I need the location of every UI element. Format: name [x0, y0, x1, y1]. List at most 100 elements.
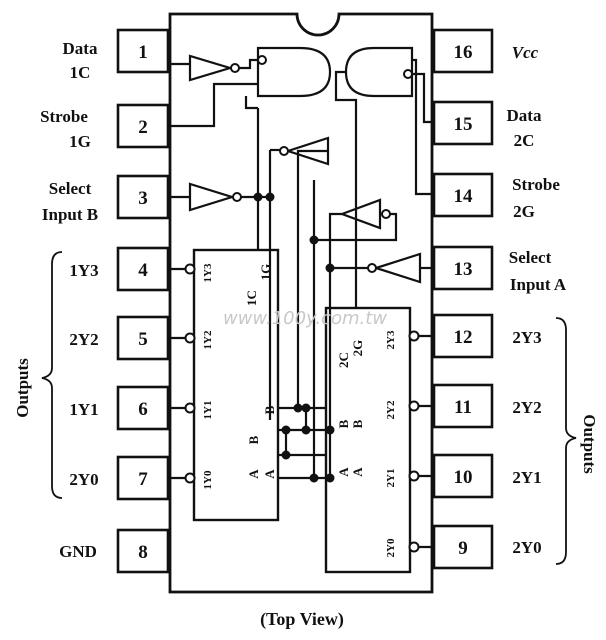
junction-dot: [293, 403, 303, 413]
label-pin-3-line2: Input B: [42, 205, 98, 224]
pin-box-5: [116, 315, 170, 361]
chip-body: [168, 12, 434, 594]
junction-dot: [325, 425, 335, 435]
pin-number-7: 7: [138, 469, 148, 490]
pin-numbers: 1 2 3 4 5 6 7 8 16 15 14 13 12 11 10 9: [138, 42, 473, 563]
junction-dot: [301, 403, 311, 413]
label-pin-14-line2: 2G: [513, 202, 535, 221]
bubble-out-12: [408, 330, 420, 342]
pin-number-5: 5: [138, 329, 148, 350]
inverter-bubble-data-1c: [230, 63, 240, 73]
left-pin-labels: Data 1C Strobe 1G Select Input B 1Y3 2Y2…: [40, 39, 99, 561]
nand-gate-1: [256, 46, 332, 98]
buffer-gate-data-1c: [188, 54, 234, 82]
mux1-pin-label-1y0: 1Y0: [202, 470, 214, 489]
output-bubbles: [184, 263, 420, 553]
left-outputs-label: Outputs: [13, 358, 32, 418]
bubble-out-9: [408, 541, 420, 553]
right-pin-labels: Vcc Data 2C Strobe 2G Select Input A 2Y3…: [507, 43, 567, 557]
wire-pin1-to-nand: [239, 58, 258, 70]
label-pin-3-line1: Select: [49, 179, 92, 198]
junction-dots: [253, 192, 335, 483]
junction-dot: [309, 235, 319, 245]
junction-dot: [265, 192, 275, 202]
junction-dot: [253, 192, 263, 202]
mux2-pin-label-2y0: 2Y0: [385, 538, 397, 557]
mux1-pin-label-1y2: 1Y2: [202, 330, 214, 349]
junction-dot: [301, 425, 311, 435]
watermark-text: www.100y.com.tw: [223, 308, 387, 329]
right-outputs-brace: [555, 317, 577, 565]
left-outputs-brace: [41, 251, 63, 499]
junction-dot: [325, 263, 335, 273]
pin-box-7: [116, 455, 170, 501]
mux1-pin-label-1y1: 1Y1: [202, 401, 214, 420]
wire-nand1-mid: [244, 96, 258, 110]
pin-box-8: [116, 528, 170, 574]
mux2-ctrl-label-2g: 2G: [350, 340, 365, 357]
bubble-out-5: [184, 332, 196, 344]
pin-number-12: 12: [454, 327, 473, 348]
mux1-pin-label-1y3: 1Y3: [202, 263, 214, 282]
pin-number-6: 6: [138, 399, 148, 420]
mux2-ctrl-label-a-bar: A: [350, 467, 365, 477]
mux1-ctrl-label-a-bar: A: [246, 469, 261, 479]
mux-block-2-labels: 2Y3 2Y2 2Y1 2Y0 2C 2G B B A A: [336, 330, 397, 557]
junction-dot: [281, 450, 291, 460]
pin-number-11: 11: [454, 397, 472, 418]
nand-bubble-2: [403, 69, 413, 79]
mux-block-1-labels: 1Y3 1Y2 1Y1 1Y0 1C 1G B B A A: [202, 263, 277, 489]
pin-box-11: [432, 383, 494, 429]
label-pin-1-line1: Data: [63, 39, 98, 58]
wire-pin2: [168, 82, 258, 128]
label-pin-7: 2Y0: [69, 470, 98, 489]
mux2-ctrl-label-a: A: [336, 467, 351, 477]
label-pin-15-line1: Data: [507, 106, 542, 125]
mux-block-1: [192, 248, 280, 522]
mux1-ctrl-label-b-bar: B: [246, 435, 261, 444]
pin-number-8: 8: [138, 542, 148, 563]
label-pin-5: 2Y2: [69, 330, 98, 349]
label-pin-11: 2Y2: [512, 398, 541, 417]
diagram-caption: (Top View): [260, 609, 344, 630]
mux2-ctrl-label-b-bar: B: [350, 419, 365, 428]
mux2-ctrl-label-2c: 2C: [336, 352, 351, 368]
bubble-out-4: [184, 263, 196, 275]
wire-pin15: [412, 72, 434, 124]
label-pin-13-line1: Select: [509, 248, 552, 267]
inverter-gate-select-a: [372, 252, 422, 284]
label-pin-4: 1Y3: [69, 261, 98, 280]
mux2-pin-label-2y2: 2Y2: [385, 400, 397, 419]
wire-nand2-out: [334, 70, 358, 308]
label-pin-2-line1: Strobe: [40, 107, 88, 126]
pin-number-1: 1: [138, 42, 148, 63]
label-pin-1-line2: 1C: [70, 63, 91, 82]
pin-number-16: 16: [454, 42, 473, 63]
pin-number-13: 13: [454, 259, 473, 280]
label-pin-9: 2Y0: [512, 538, 541, 557]
mux2-ctrl-label-b: B: [336, 419, 351, 428]
pin-box-2: [116, 103, 170, 149]
pin-number-10: 10: [454, 467, 473, 488]
bubble-out-7: [184, 472, 196, 484]
pin-box-14: [432, 172, 494, 218]
nand-gate-2: [344, 46, 414, 98]
pin-box-1: [116, 28, 170, 74]
label-pin-2-line2: 1G: [69, 132, 91, 151]
inverter-bubble-select-a: [367, 263, 377, 273]
pin-box-12: [432, 313, 494, 359]
inverter-gate-a: [338, 198, 382, 230]
label-pin-15-line2: 2C: [514, 131, 535, 150]
bubble-out-6: [184, 402, 196, 414]
junction-dot: [281, 425, 291, 435]
label-pin-16: Vcc: [512, 43, 539, 62]
label-pin-10: 2Y1: [512, 468, 541, 487]
right-outputs-label: Outputs: [580, 414, 599, 474]
pin-box-16: [432, 28, 494, 74]
pin-box-13: [432, 245, 494, 291]
pin-number-4: 4: [138, 260, 148, 281]
label-pin-13-line2: Input A: [510, 275, 567, 294]
mux2-pin-label-2y3: 2Y3: [385, 330, 397, 349]
label-pin-6: 1Y1: [69, 400, 98, 419]
